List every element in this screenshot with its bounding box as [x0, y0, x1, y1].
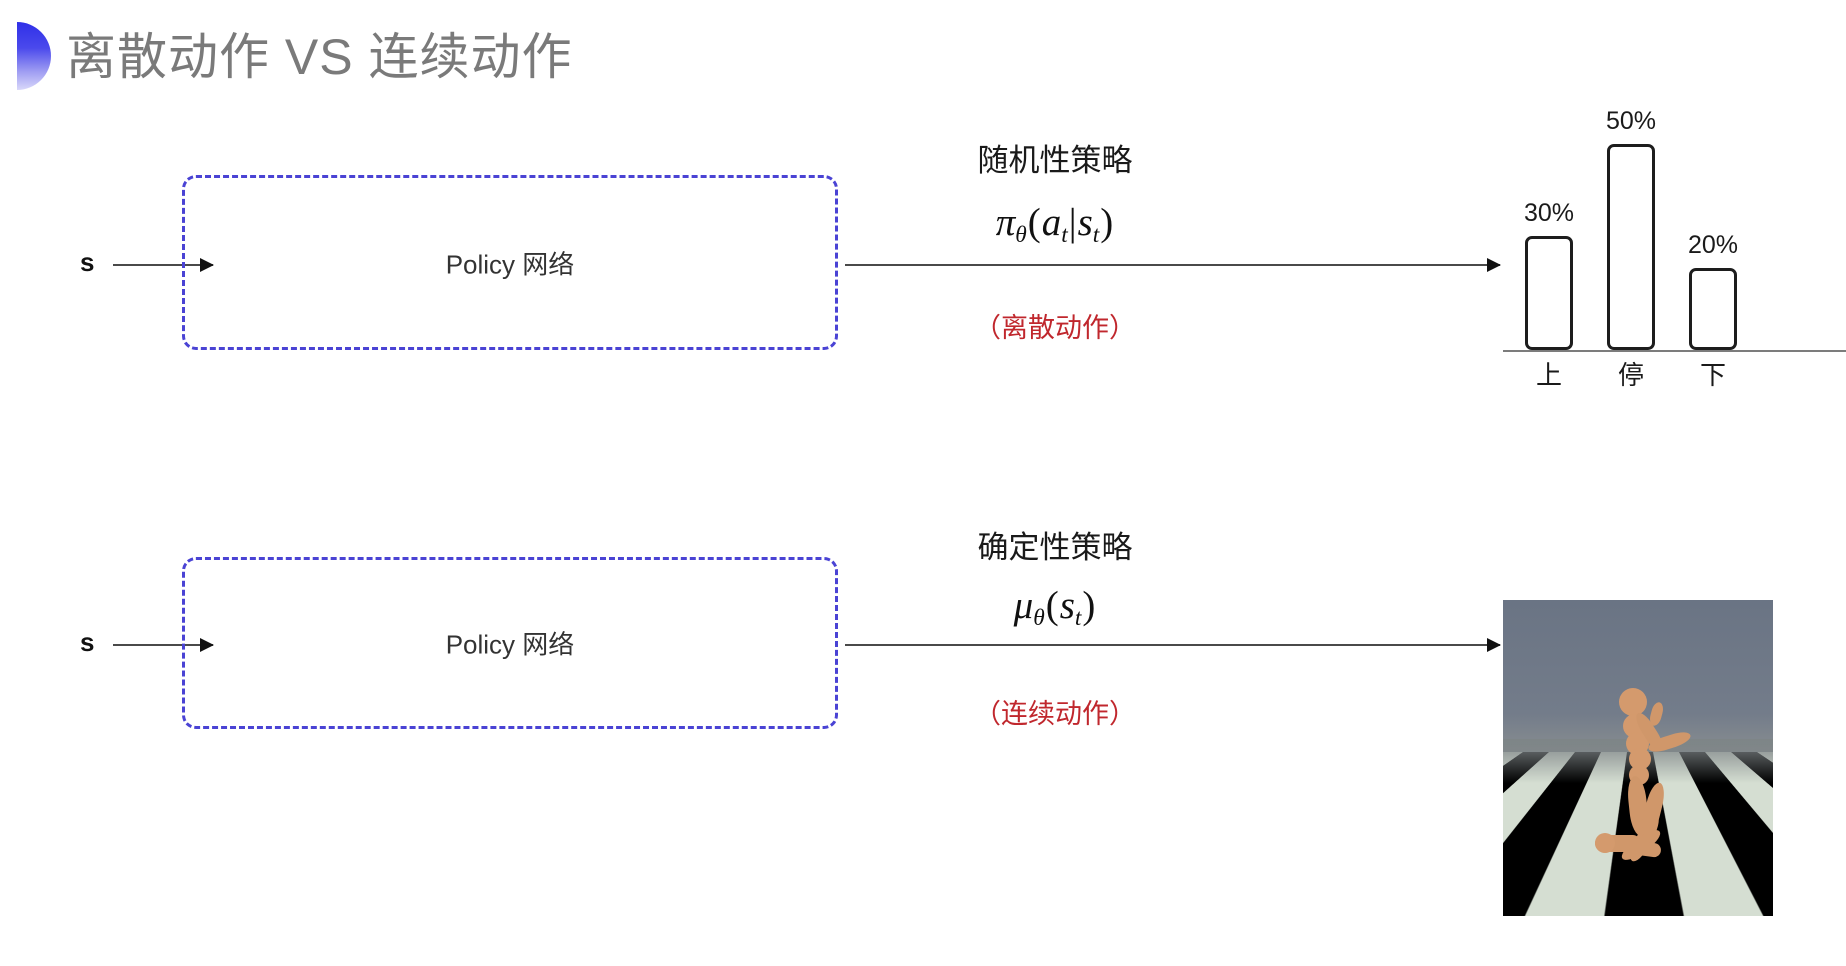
- bar-value-1: 50%: [1605, 107, 1657, 135]
- sim-caption: MuJoCo Humanoid 仿真环境: [0, 0, 1, 1]
- formula-arg1-sub-row1: t: [1061, 222, 1068, 249]
- formula-head-sub-row1: θ: [1015, 222, 1027, 249]
- output-arrow-row1: [845, 264, 1500, 266]
- output-arrow-row2: [845, 644, 1500, 646]
- policy-formula-row2: μθ(st): [930, 583, 1180, 632]
- state-label-row2: s: [80, 627, 95, 657]
- formula-open-row2: (: [1045, 584, 1059, 627]
- bar-rect-1: [1607, 144, 1655, 350]
- humanoid-simulation-image: [1503, 600, 1773, 916]
- formula-open-row1: (: [1027, 201, 1041, 244]
- discrete-action-bar-chart: 30% 上 50% 停 20% 下: [1503, 96, 1846, 396]
- policy-type-label-row1: 随机性策略: [977, 143, 1133, 178]
- action-note-row2: （连续动作）: [974, 699, 1136, 729]
- chart-axis-line: [1503, 350, 1846, 352]
- bar-value-0: 30%: [1523, 199, 1575, 227]
- humanoid-upper-arm-right: [1648, 700, 1665, 728]
- formula-head-row2: μ: [1013, 584, 1034, 627]
- policy-network-box-row2[interactable]: Policy 网络: [182, 557, 838, 729]
- bar-category-2: 下: [1699, 360, 1727, 390]
- bar-category-1: 停: [1617, 360, 1645, 390]
- policy-network-label-row1: Policy 网络: [445, 249, 575, 279]
- formula-arg1-row2: s: [1059, 584, 1075, 627]
- formula-close-row1: ): [1100, 201, 1114, 244]
- formula-head-row1: π: [995, 201, 1016, 244]
- humanoid-head: [1619, 688, 1647, 716]
- page-title: 离散动作 VS 连续动作: [66, 29, 573, 85]
- state-label-row1: s: [80, 247, 95, 277]
- formula-close-row2: ): [1082, 584, 1096, 627]
- humanoid-abdomen-lower: [1629, 748, 1651, 770]
- humanoid-figure: [1503, 600, 1773, 916]
- formula-arg2-row1: s: [1077, 201, 1093, 244]
- bar-rect-0: [1525, 236, 1573, 350]
- policy-network-label-row2: Policy 网络: [445, 629, 575, 660]
- formula-separator-row1: |: [1068, 201, 1077, 244]
- formula-arg1-row1: a: [1041, 201, 1062, 244]
- title-decor-halfcircle: [17, 22, 51, 90]
- bar-value-2: 20%: [1687, 231, 1739, 259]
- formula-head-sub-row2: θ: [1033, 605, 1045, 632]
- bar-rect-2: [1689, 268, 1737, 350]
- input-arrow-row1: [113, 264, 213, 266]
- bar-category-0: 上: [1535, 360, 1563, 390]
- policy-network-box-row1[interactable]: Policy 网络: [182, 175, 838, 350]
- input-arrow-row2: [113, 644, 213, 646]
- formula-arg2-sub-row1: t: [1092, 222, 1100, 249]
- policy-type-label-row2: 确定性策略: [977, 530, 1133, 565]
- action-note-row1: （离散动作）: [974, 313, 1136, 343]
- formula-arg1-sub-row2: t: [1074, 605, 1082, 632]
- humanoid-heel: [1595, 833, 1615, 853]
- policy-formula-row1: πθ(at|st): [930, 200, 1180, 249]
